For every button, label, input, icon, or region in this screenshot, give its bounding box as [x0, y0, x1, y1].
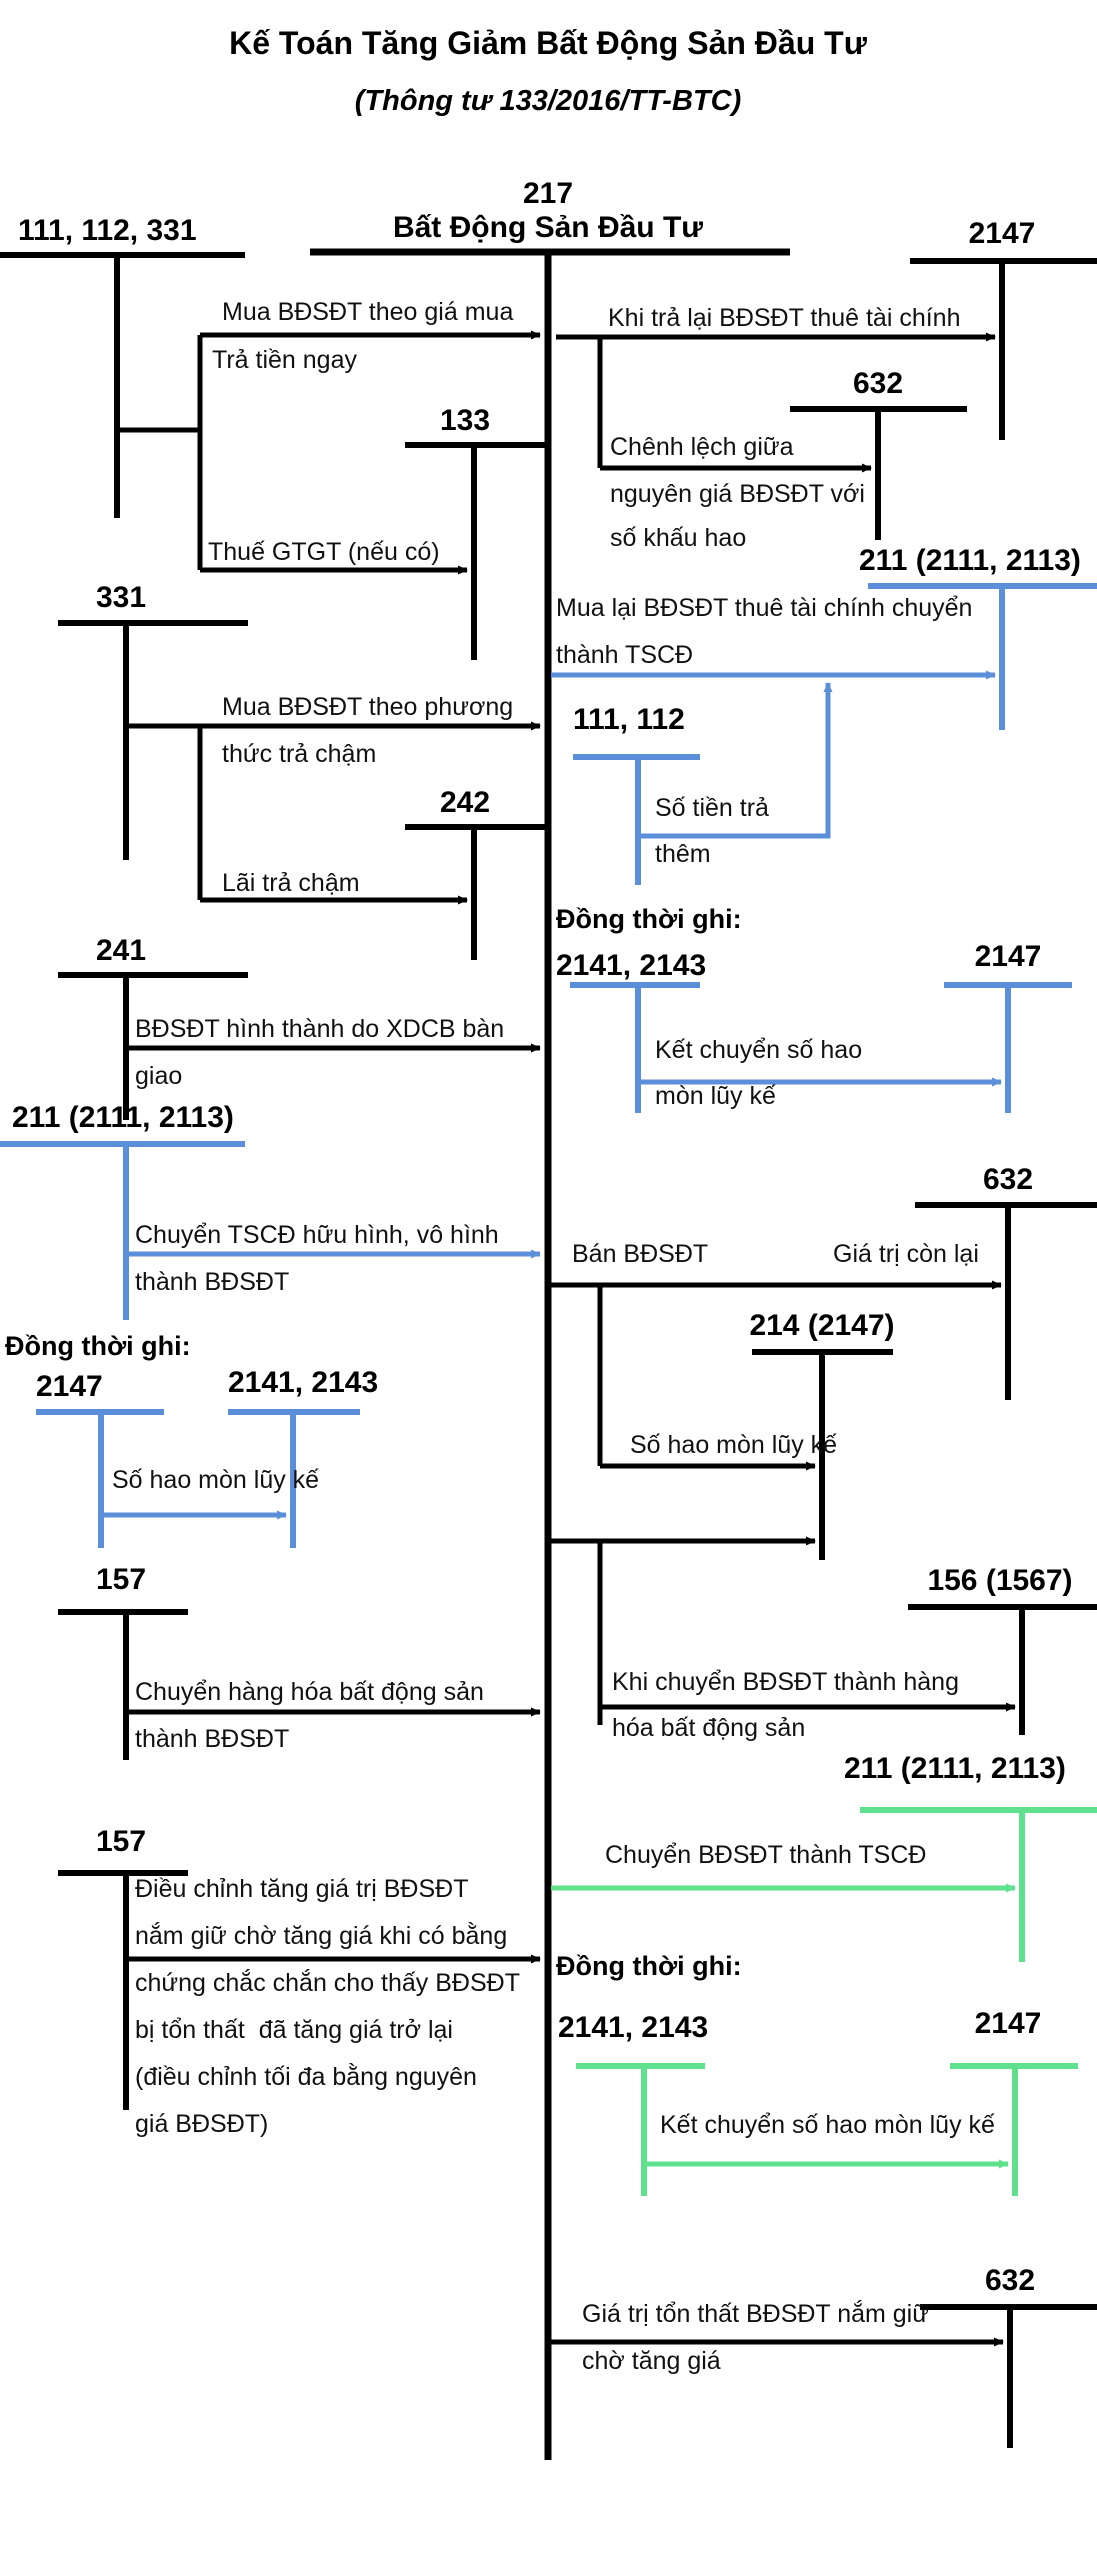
account-632-bottom-label: 632	[985, 2264, 1035, 2297]
account-2141-2143-left-label: 2141, 2143	[228, 1366, 378, 1399]
note-dong-thoi-ghi-1: Đồng thời ghi:	[5, 1331, 191, 1361]
account-133-label: 133	[440, 404, 490, 437]
flow-label-mua-theo-gia-mua: Mua BĐSĐT theo giá mua	[222, 298, 513, 326]
flow-label-mua-tra-cham-1: Mua BĐSĐT theo phương	[222, 693, 513, 721]
flow-label-gia-tri-ton-that-2: chờ tăng giá	[582, 2347, 721, 2375]
account-2147-bottom-label: 2147	[975, 2007, 1042, 2040]
account-2141-2143-mid-label: 2141, 2143	[556, 949, 706, 982]
flow-label-xdcb-1: BĐSĐT hình thành do XDCB bàn	[135, 1015, 504, 1043]
flow-label-dieu-chinh-6: giá BĐSĐT)	[135, 2110, 268, 2138]
flow-label-ket-chuyen-hao-mon-bottom: Kết chuyển số hao mòn lũy kế	[660, 2111, 995, 2139]
flow-label-dieu-chinh-4: bị tổn thất đã tăng giá trở lại	[135, 2016, 453, 2044]
flow-label-so-hao-mon-luy-ke-left: Số hao mòn lũy kế	[112, 1466, 319, 1494]
account-2147-left-label: 2147	[36, 1370, 103, 1403]
flow-label-mua-tra-cham-2: thức trả chậm	[222, 740, 376, 768]
flow-label-chuyen-hang-hoa-1: Chuyển hàng hóa bất động sản	[135, 1678, 484, 1706]
account-632-mid-right-label: 632	[983, 1163, 1033, 1196]
flow-label-chuyen-hang-hoa-2: thành BĐSĐT	[135, 1725, 289, 1753]
account-157-second-label: 157	[96, 1825, 146, 1858]
flow-label-ket-chuyen-hao-mon-2: mòn lũy kế	[655, 1082, 776, 1110]
flow-label-gia-tri-con-lai: Giá trị còn lại	[833, 1240, 979, 1268]
flow-label-gia-tri-ton-that-1: Giá trị tổn thất BĐSĐT nắm giữ	[582, 2299, 929, 2328]
flow-label-chenh-lech-2: nguyên giá BĐSĐT với	[610, 480, 865, 508]
account-2147-top-right-label: 2147	[969, 217, 1036, 250]
flow-label-so-tien-tra-1: Số tiền trả	[655, 794, 769, 822]
note-dong-thoi-ghi-3: Đồng thời ghi:	[556, 1951, 742, 1981]
account-242-label: 242	[440, 786, 490, 819]
flow-label-ket-chuyen-hao-mon-1: Kết chuyển số hao	[655, 1036, 862, 1064]
flow-label-mua-lai-1: Mua lại BĐSĐT thuê tài chính chuyển	[556, 594, 972, 622]
flow-label-dieu-chinh-2: nắm giữ chờ tăng giá khi có bằng	[135, 1921, 507, 1950]
center-account-number: 217	[523, 177, 573, 210]
flow-label-khi-chuyen-hang-hoa-2: hóa bất động sản	[612, 1714, 805, 1742]
account-211-right-1-label: 211 (2111, 2113)	[859, 544, 1081, 577]
page-subtitle: (Thông tư 133/2016/TT-BTC)	[355, 85, 741, 117]
account-632-top-right-label: 632	[853, 367, 903, 400]
flow-label-lai-tra-cham: Lãi trả chậm	[222, 869, 360, 897]
account-2147-mid-right-label: 2147	[975, 940, 1042, 973]
center-account-name: Bất Động Sản Đầu Tư	[393, 211, 703, 244]
account-331-label: 331	[96, 581, 146, 614]
page-title: Kế Toán Tăng Giảm Bất Động Sản Đầu Tư	[229, 25, 868, 61]
flow-label-chuyen-tscd-2: thành BĐSĐT	[135, 1268, 289, 1296]
account-156-1567-label: 156 (1567)	[927, 1564, 1072, 1597]
flow-label-tra-tien-ngay: Trả tiền ngay	[212, 346, 357, 374]
flow-label-chenh-lech-3: số khấu hao	[610, 524, 746, 552]
flow-label-chuyen-tscd-1: Chuyển TSCĐ hữu hình, vô hình	[135, 1221, 499, 1249]
flow-label-khi-chuyen-hang-hoa-1: Khi chuyển BĐSĐT thành hàng	[612, 1668, 959, 1696]
account-111-112-mid-label: 111, 112	[573, 703, 685, 736]
flow-label-so-tien-tra-2: thêm	[655, 840, 711, 868]
flow-arrow-so-tien-tra-them	[638, 682, 833, 839]
flow-label-chuyen-thanh-tscd: Chuyển BĐSĐT thành TSCĐ	[605, 1841, 926, 1869]
account-111-112-331-label: 111, 112, 331	[18, 214, 197, 247]
flow-label-ban-bdsdt: Bán BĐSĐT	[572, 1240, 708, 1268]
account-214-2147-label: 214 (2147)	[749, 1309, 894, 1342]
account-211-left-label: 211 (2111, 2113)	[12, 1101, 234, 1134]
flow-label-xdcb-2: giao	[135, 1062, 182, 1090]
flow-label-dieu-chinh-1: Điều chỉnh tăng giá trị BĐSĐT	[135, 1875, 468, 1903]
account-157-first-label: 157	[96, 1563, 146, 1596]
flow-label-chenh-lech-1: Chênh lệch giữa	[610, 433, 794, 461]
flow-label-thue-gtgt: Thuế GTGT (nếu có)	[208, 538, 440, 566]
flow-label-dieu-chinh-5: (điều chỉnh tối đa bằng nguyên	[135, 2062, 477, 2091]
flow-label-khi-tra-lai: Khi trả lại BĐSĐT thuê tài chính	[608, 304, 961, 332]
note-dong-thoi-ghi-2: Đồng thời ghi:	[556, 904, 742, 934]
flow-label-dieu-chinh-3: chứng chắc chắn cho thấy BĐSĐT	[135, 1968, 520, 1997]
flow-label-so-hao-mon-luy-ke-mid: Số hao mòn lũy kế	[630, 1431, 837, 1459]
account-211-right-2-label: 211 (2111, 2113)	[844, 1752, 1066, 1785]
account-241-label: 241	[96, 934, 146, 967]
account-2141-2143-bottom-label: 2141, 2143	[558, 2011, 708, 2044]
flow-label-mua-lai-2: thành TSCĐ	[556, 641, 693, 669]
